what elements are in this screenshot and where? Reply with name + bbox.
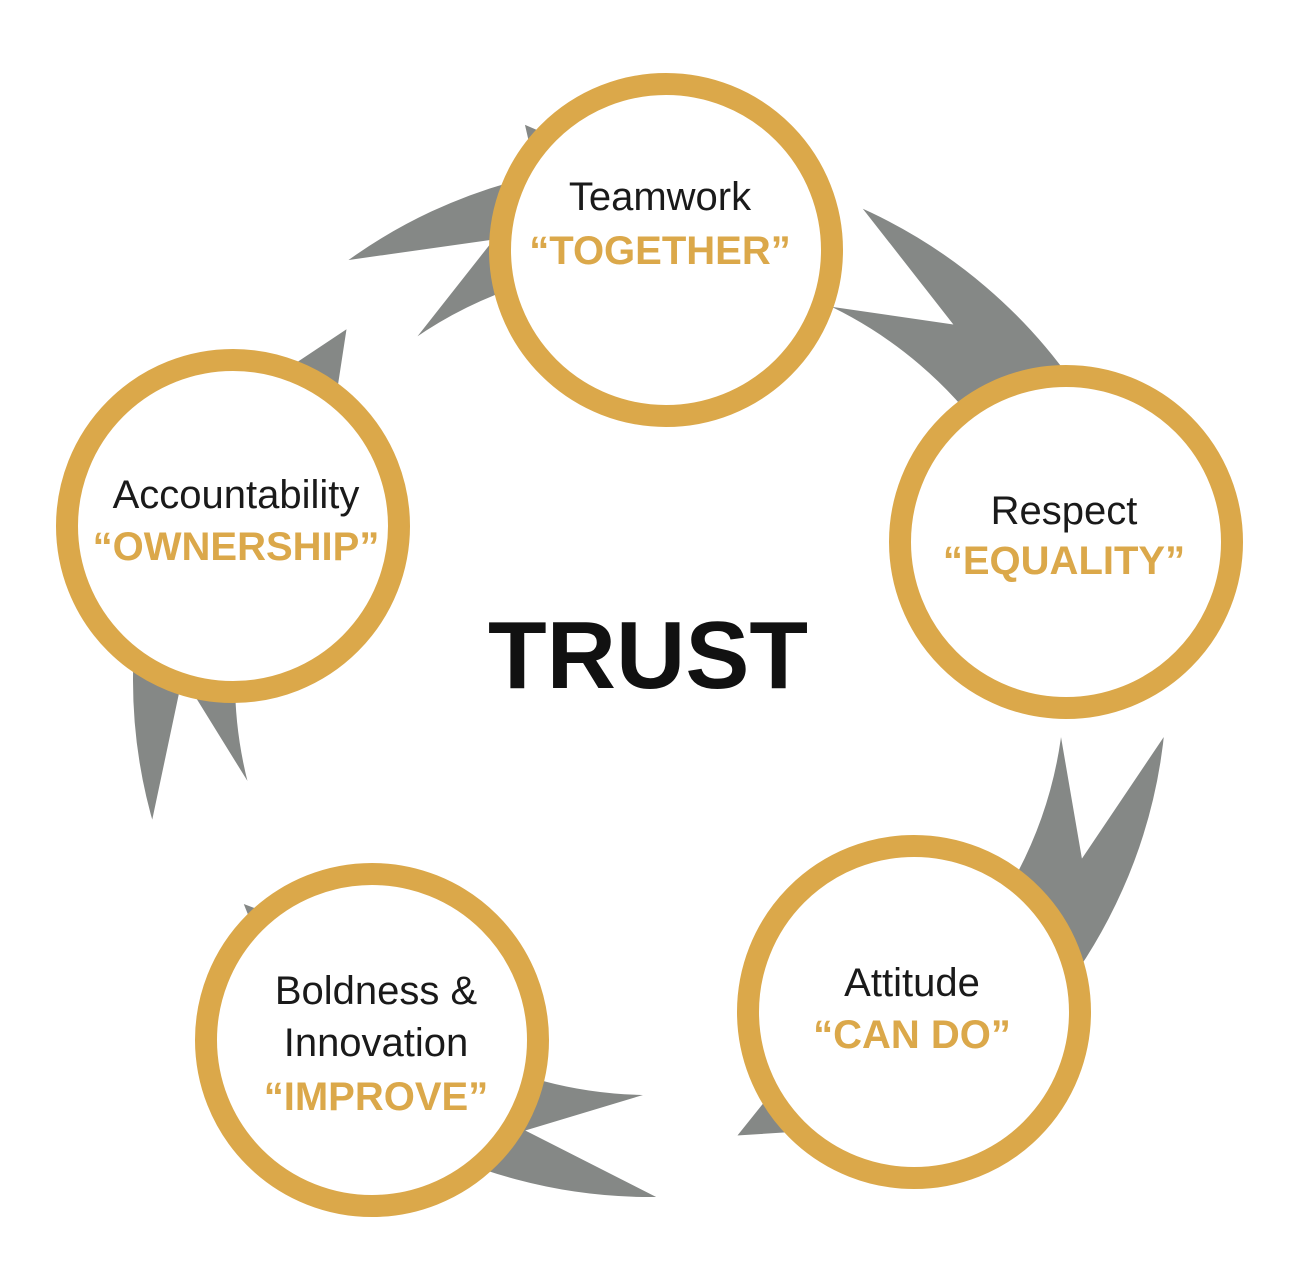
node-motto: “EQUALITY” (943, 539, 1185, 583)
node-title: Teamwork (569, 175, 752, 219)
value-node-accountability: Accountability “OWNERSHIP” (56, 349, 410, 703)
node-ring (889, 365, 1243, 719)
node-ring (737, 835, 1091, 1189)
value-node-respect: Respect “EQUALITY” (889, 365, 1243, 719)
node-title: Respect (991, 489, 1138, 533)
node-title: Innovation (284, 1021, 469, 1065)
node-motto: “CAN DO” (813, 1013, 1011, 1057)
node-motto: “TOGETHER” (529, 229, 791, 273)
node-motto: “OWNERSHIP” (93, 525, 380, 569)
node-title: Accountability (113, 473, 360, 517)
center-title: TRUST (488, 602, 808, 709)
node-title: Attitude (844, 961, 980, 1005)
value-node-boldness-innovation: Boldness & Innovation “IMPROVE” (195, 863, 549, 1217)
node-motto: “IMPROVE” (264, 1075, 488, 1119)
value-node-attitude: Attitude “CAN DO” (737, 835, 1091, 1189)
node-ring (56, 349, 410, 703)
node-ring (195, 863, 549, 1217)
value-node-teamwork: Teamwork “TOGETHER” (489, 73, 843, 427)
node-ring (489, 73, 843, 427)
node-title: Boldness & (275, 969, 478, 1013)
